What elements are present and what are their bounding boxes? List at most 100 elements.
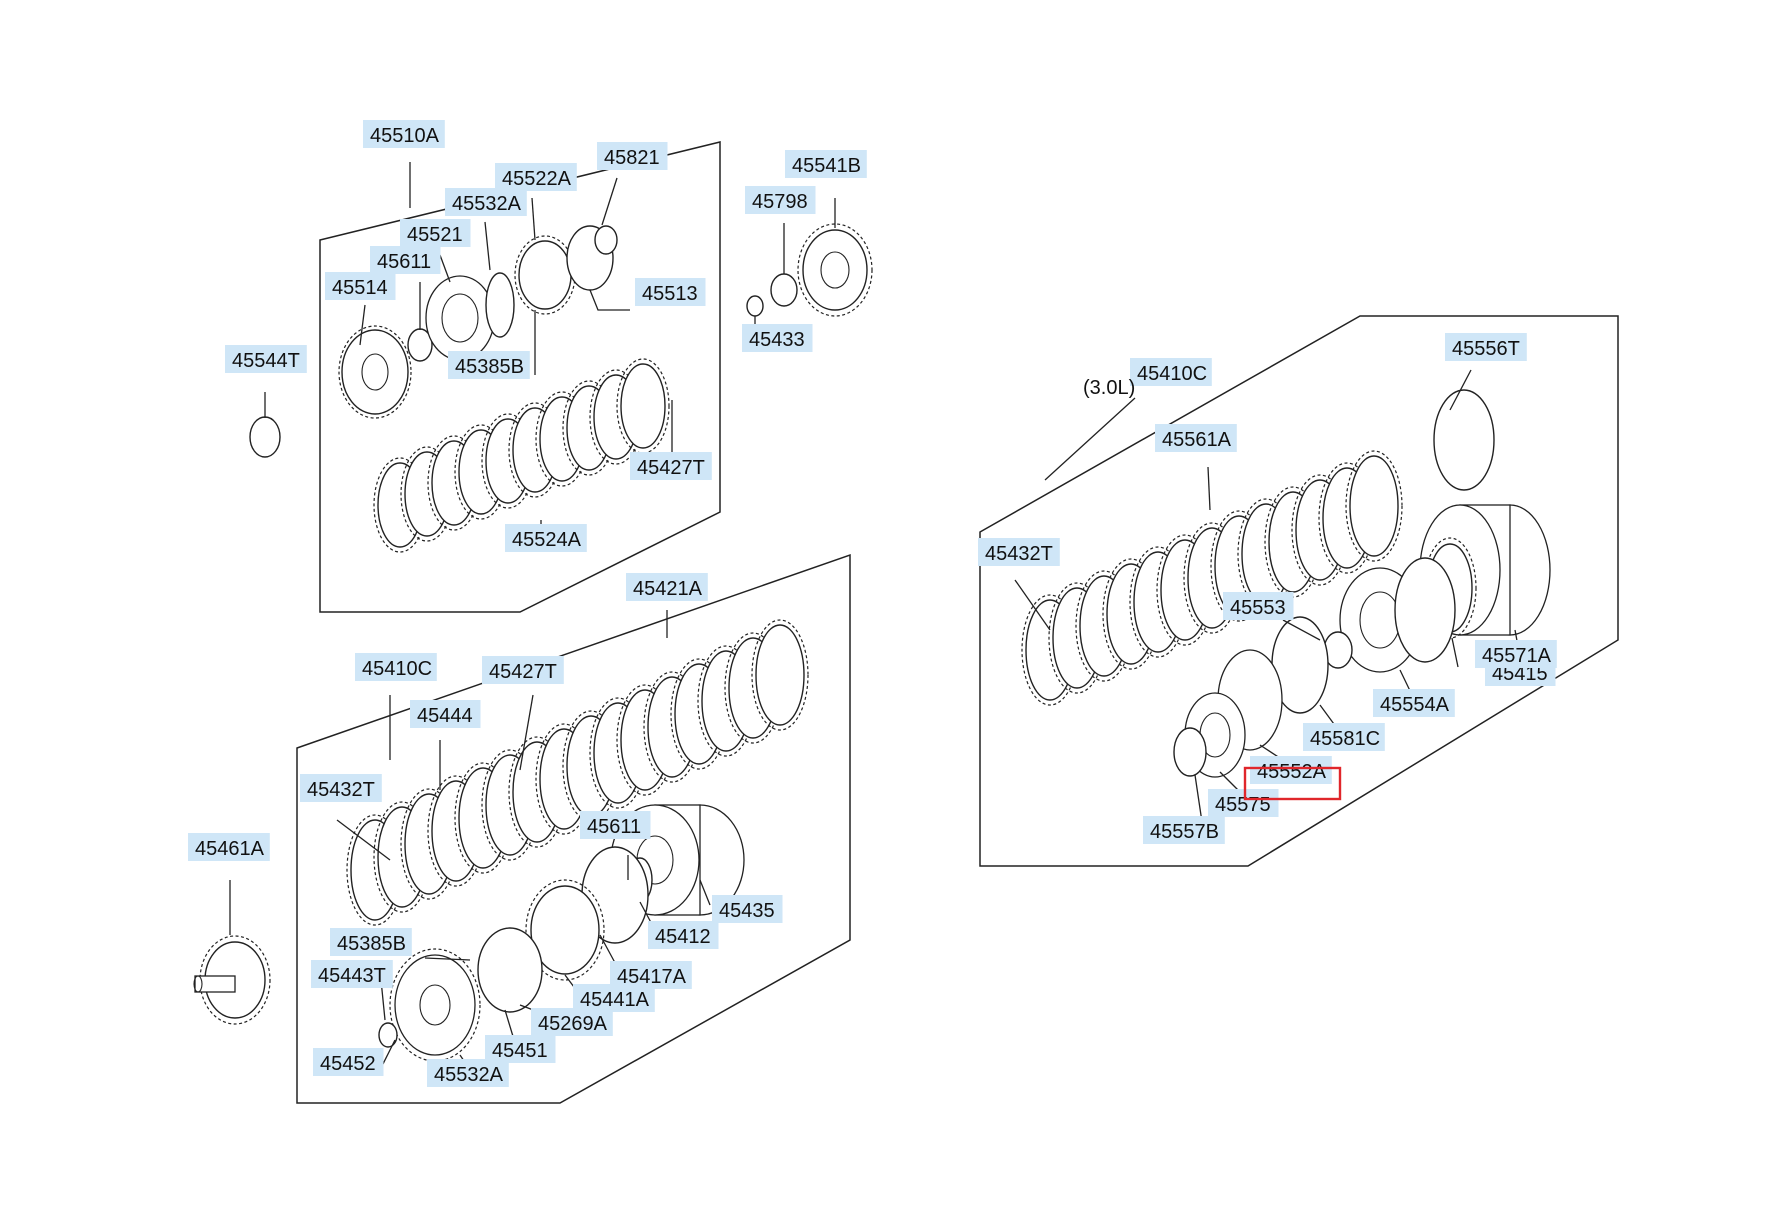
part-label-background <box>1445 333 1527 361</box>
part-label-background <box>363 120 445 148</box>
part-label-text: 45575 <box>1215 794 1271 816</box>
part-label-45514[interactable]: 45514 <box>325 272 396 300</box>
part-label-background <box>427 1059 509 1087</box>
part-label-45552A[interactable]: 45552A <box>1250 756 1332 784</box>
part-label-background <box>1250 756 1332 784</box>
part-label-45385B-top[interactable]: 45385B <box>448 351 530 379</box>
part-label-background <box>370 246 441 274</box>
gear-45461A-shaft <box>194 975 236 993</box>
part-label-background <box>1373 689 1455 717</box>
part-label-45427T-bottom[interactable]: 45427T <box>482 656 564 684</box>
part-label-background <box>355 653 437 681</box>
part-label-text: 45554A <box>1380 694 1450 716</box>
part-label-background <box>742 324 813 352</box>
part-label-45524A[interactable]: 45524A <box>505 524 587 552</box>
part-label-45412[interactable]: 45412 <box>648 921 719 949</box>
part-label-text: 45557B <box>1150 821 1219 843</box>
leader-lines <box>229 162 1521 1071</box>
part-label-45385B-bottom[interactable]: 45385B <box>330 928 412 956</box>
hub-45514-gear <box>341 329 409 415</box>
part-label-background <box>1130 358 1212 386</box>
part-label-45461A[interactable]: 45461A <box>188 833 270 861</box>
washer-45532A-top <box>485 272 515 338</box>
part-label-45510A[interactable]: 45510A <box>363 120 445 148</box>
part-label-45532A-top[interactable]: 45532A <box>445 188 527 216</box>
part-label-background <box>630 452 712 480</box>
part-label-text: 45435 <box>719 900 775 922</box>
part-label-45553[interactable]: 45553 <box>1223 592 1294 620</box>
part-label-text: 45821 <box>604 147 660 169</box>
part-label-45798[interactable]: 45798 <box>745 186 816 214</box>
part-label-text: 45443T <box>318 965 386 987</box>
part-label-45441A[interactable]: 45441A <box>573 984 655 1012</box>
part-label-text: 45410C <box>1137 363 1207 385</box>
part-label-45571A[interactable]: 45571A <box>1475 640 1557 668</box>
clutch-disc-teeth <box>1345 450 1403 562</box>
gear-45541B-bore <box>820 251 850 289</box>
part-label-45541B[interactable]: 45541B <box>785 150 867 178</box>
part-label-45556T[interactable]: 45556T <box>1445 333 1527 361</box>
part-label-45432T-left[interactable]: 45432T <box>300 774 382 802</box>
assembly-frame-top-left <box>319 141 721 613</box>
hub-45514-teeth <box>338 325 412 419</box>
part-label-text: 45417A <box>617 966 687 988</box>
part-label-45513[interactable]: 45513 <box>635 278 706 306</box>
part-label-background <box>597 142 668 170</box>
part-label-45269A[interactable]: 45269A <box>531 1008 613 1036</box>
part-label-45581C[interactable]: 45581C <box>1303 723 1385 751</box>
part-label-background <box>485 1035 556 1063</box>
part-label-45611-bottom[interactable]: 45611 <box>580 811 651 839</box>
part-label-45522A[interactable]: 45522A <box>495 163 577 191</box>
part-label-45452[interactable]: 45452 <box>313 1048 384 1076</box>
snap-ring-45557B <box>1173 727 1207 777</box>
clutch-disc <box>755 624 805 726</box>
part-label-45521[interactable]: 45521 <box>400 219 471 247</box>
part-label-45611-top[interactable]: 45611 <box>370 246 441 274</box>
part-label-text: 45524A <box>512 529 582 551</box>
clutch-disc <box>620 363 666 449</box>
hub-45441A-teeth <box>525 879 605 981</box>
part-label-text: 45427T <box>637 457 705 479</box>
part-label-text: 45415 <box>1492 663 1548 685</box>
snap-ring-45433 <box>746 295 764 317</box>
part-label-background <box>745 186 816 214</box>
part-label-45544T[interactable]: 45544T <box>225 345 307 373</box>
part-label-text: 45513 <box>642 283 698 305</box>
part-label-text: 45556T <box>1452 338 1520 360</box>
part-label-45561A[interactable]: 45561A <box>1155 424 1237 452</box>
assembly-frame-bottom-left <box>296 553 851 1104</box>
part-label-45410C-left[interactable]: 45410C <box>355 653 437 681</box>
part-label-background <box>448 351 530 379</box>
part-label-45554A[interactable]: 45554A <box>1373 689 1455 717</box>
part-label-text: 45269A <box>538 1013 608 1035</box>
part-label-background <box>978 538 1060 566</box>
part-label-text: 45541B <box>792 155 861 177</box>
part-label-background <box>1208 789 1279 817</box>
part-label-background <box>445 188 527 216</box>
part-label-45821[interactable]: 45821 <box>597 142 668 170</box>
gear-45541B-teeth <box>797 223 873 317</box>
friction-discs-bottom <box>346 619 809 926</box>
part-label-45433[interactable]: 45433 <box>742 324 813 352</box>
part-label-45410C-right[interactable]: 45410C <box>1130 358 1212 386</box>
part-label-45421A[interactable]: 45421A <box>626 573 708 601</box>
thrust-washer-45544T <box>249 416 281 458</box>
part-label-text: 45798 <box>752 191 808 213</box>
part-label-text: 45385B <box>337 933 406 955</box>
part-label-45444[interactable]: 45444 <box>410 700 481 728</box>
part-label-45432T-right[interactable]: 45432T <box>978 538 1060 566</box>
part-label-45575[interactable]: 45575 <box>1208 789 1279 817</box>
bearing-45521 <box>425 275 495 361</box>
part-label-45443T[interactable]: 45443T <box>311 960 393 988</box>
part-label-text: 45514 <box>332 277 388 299</box>
part-label-45532A-bottom[interactable]: 45532A <box>427 1059 509 1087</box>
part-label-text: 45521 <box>407 224 463 246</box>
part-label-45435[interactable]: 45435 <box>712 895 783 923</box>
part-label-45557B[interactable]: 45557B <box>1143 816 1225 844</box>
variant-note: (3.0L) <box>1083 377 1135 399</box>
part-label-45451[interactable]: 45451 <box>485 1035 556 1063</box>
part-label-background <box>1143 816 1225 844</box>
part-label-45427T-top[interactable]: 45427T <box>630 452 712 480</box>
friction-discs-right <box>1021 450 1403 706</box>
